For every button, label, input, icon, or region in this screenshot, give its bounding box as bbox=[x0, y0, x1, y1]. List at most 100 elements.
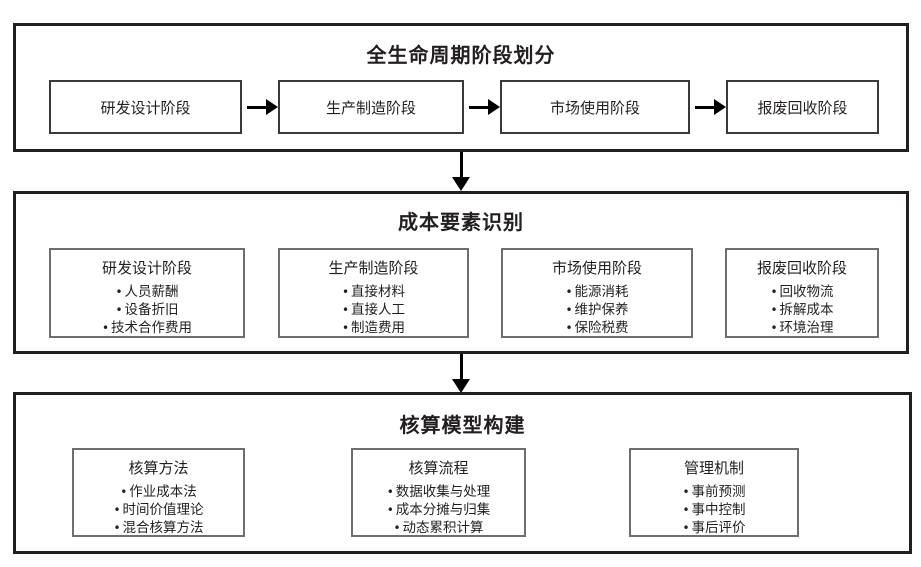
list-item: •事中控制 bbox=[631, 501, 797, 519]
card-accounting-methods[interactable]: 核算方法 •作业成本法 •时间价值理论 •混合核算方法 bbox=[72, 448, 245, 537]
list-item: •数据收集与处理 bbox=[353, 483, 524, 501]
bullet-icon: • bbox=[115, 303, 123, 317]
list-item: •设备折旧 bbox=[51, 301, 243, 319]
bullet-icon: • bbox=[115, 285, 123, 299]
card-title: 核算流程 bbox=[408, 459, 469, 477]
list-item-label: 成本分摊与归集 bbox=[395, 502, 491, 518]
list-item-label: 数据收集与处理 bbox=[395, 484, 491, 500]
arrow-shaft bbox=[247, 105, 266, 109]
list-item-label: 能源消耗 bbox=[574, 284, 629, 300]
list-item-label: 技术合作费用 bbox=[111, 320, 193, 336]
list-item: •保险税费 bbox=[503, 319, 691, 337]
bullet-icon: • bbox=[101, 321, 110, 335]
bullet-icon: • bbox=[341, 303, 350, 317]
bullet-icon: • bbox=[386, 485, 394, 499]
bullet-icon: • bbox=[113, 503, 121, 517]
list-item: •人员薪酬 bbox=[51, 283, 243, 301]
list-item-label: 设备折旧 bbox=[124, 302, 179, 318]
list-item-label: 作业成本法 bbox=[129, 484, 197, 500]
arrow-stage-1-to-2 bbox=[247, 99, 278, 115]
card-item-list: •人员薪酬 •设备折旧 •技术合作费用 bbox=[51, 283, 243, 337]
list-item: •技术合作费用 bbox=[51, 319, 243, 337]
list-item: •时间价值理论 bbox=[74, 501, 243, 519]
card-rd-design-costs[interactable]: 研发设计阶段 •人员薪酬 •设备折旧 •技术合作费用 bbox=[49, 248, 245, 338]
arrow-head bbox=[266, 99, 278, 115]
card-manufacturing-costs[interactable]: 生产制造阶段 •直接材料 •直接人工 •制造费用 bbox=[278, 248, 469, 338]
bullet-icon: • bbox=[565, 285, 573, 299]
card-title: 生产制造阶段 bbox=[328, 259, 419, 277]
card-item-list: •事前预测 •事中控制 •事后评价 bbox=[631, 483, 797, 537]
arrow-section-2-to-3 bbox=[452, 354, 470, 393]
card-item-list: •回收物流 •拆解成本 •环境治理 bbox=[727, 283, 877, 337]
arrow-stage-3-to-4 bbox=[695, 99, 726, 115]
card-title: 研发设计阶段 bbox=[101, 259, 192, 277]
list-item: •回收物流 bbox=[727, 283, 877, 301]
arrow-stage-2-to-3 bbox=[469, 99, 500, 115]
stage-box-label: 生产制造阶段 bbox=[325, 98, 416, 117]
arrow-head bbox=[452, 177, 470, 191]
list-item-label: 直接材料 bbox=[351, 284, 406, 300]
bullet-icon: • bbox=[386, 503, 394, 517]
list-item-label: 事前预测 bbox=[691, 484, 746, 500]
stage-box-label: 研发设计阶段 bbox=[100, 98, 191, 117]
stage-box-scrap-recycle[interactable]: 报废回收阶段 bbox=[726, 80, 879, 134]
section-1-title: 全生命周期阶段划分 bbox=[366, 43, 556, 67]
list-item: •混合核算方法 bbox=[74, 519, 243, 537]
card-title: 核算方法 bbox=[128, 459, 189, 477]
bullet-icon: • bbox=[770, 321, 778, 335]
list-item-label: 拆解成本 bbox=[779, 302, 834, 318]
bullet-icon: • bbox=[682, 521, 690, 535]
card-scrap-recycle-costs[interactable]: 报废回收阶段 •回收物流 •拆解成本 •环境治理 bbox=[725, 248, 879, 338]
bullet-icon: • bbox=[120, 485, 128, 499]
arrow-head bbox=[488, 99, 500, 115]
list-item: •作业成本法 bbox=[74, 483, 243, 501]
arrow-head bbox=[452, 379, 470, 393]
card-item-list: •数据收集与处理 •成本分摊与归集 •动态累积计算 bbox=[353, 483, 524, 537]
list-item: •拆解成本 bbox=[727, 301, 877, 319]
arrow-head bbox=[714, 99, 726, 115]
list-item: •直接材料 bbox=[280, 283, 467, 301]
list-item-label: 回收物流 bbox=[779, 284, 834, 300]
list-item-label: 人员薪酬 bbox=[124, 284, 179, 300]
section-3-title: 核算模型构建 bbox=[399, 413, 526, 437]
arrow-shaft bbox=[459, 152, 463, 177]
bullet-icon: • bbox=[393, 521, 401, 535]
bullet-icon: • bbox=[565, 321, 573, 335]
list-item: •事前预测 bbox=[631, 483, 797, 501]
list-item: •制造费用 bbox=[280, 319, 467, 337]
bullet-icon: • bbox=[341, 321, 350, 335]
card-title: 市场使用阶段 bbox=[551, 259, 642, 277]
list-item: •维护保养 bbox=[503, 301, 691, 319]
stage-box-market-use[interactable]: 市场使用阶段 bbox=[500, 80, 690, 134]
stage-box-label: 报废回收阶段 bbox=[757, 98, 848, 117]
list-item: •环境治理 bbox=[727, 319, 877, 337]
list-item-label: 制造费用 bbox=[351, 320, 406, 336]
section-2-title: 成本要素识别 bbox=[398, 210, 524, 234]
bullet-icon: • bbox=[113, 521, 121, 535]
arrow-section-1-to-2 bbox=[452, 152, 470, 191]
list-item-label: 保险税费 bbox=[574, 320, 629, 336]
bullet-icon: • bbox=[682, 503, 690, 517]
bullet-icon: • bbox=[770, 303, 778, 317]
bullet-icon: • bbox=[770, 285, 778, 299]
list-item: •直接人工 bbox=[280, 301, 467, 319]
card-management-mechanism[interactable]: 管理机制 •事前预测 •事中控制 •事后评价 bbox=[629, 448, 799, 537]
section-lifecycle-stages: 全生命周期阶段划分 研发设计阶段 生产制造阶段 市场使用阶段 报废回收阶段 bbox=[13, 23, 909, 152]
list-item: •动态累积计算 bbox=[353, 519, 524, 537]
stage-box-manufacturing[interactable]: 生产制造阶段 bbox=[278, 80, 464, 134]
list-item: •事后评价 bbox=[631, 519, 797, 537]
arrow-shaft bbox=[695, 105, 714, 109]
list-item-label: 环境治理 bbox=[779, 320, 834, 336]
list-item-label: 事后评价 bbox=[691, 520, 746, 536]
list-item-label: 事中控制 bbox=[691, 502, 746, 518]
stage-box-rd-design[interactable]: 研发设计阶段 bbox=[49, 80, 242, 134]
card-market-use-costs[interactable]: 市场使用阶段 •能源消耗 •维护保养 •保险税费 bbox=[501, 248, 693, 338]
card-title: 报废回收阶段 bbox=[756, 259, 847, 277]
list-item-label: 直接人工 bbox=[351, 302, 406, 318]
stage-box-label: 市场使用阶段 bbox=[549, 98, 640, 117]
card-title: 管理机制 bbox=[683, 459, 744, 477]
card-accounting-process[interactable]: 核算流程 •数据收集与处理 •成本分摊与归集 •动态累积计算 bbox=[351, 448, 526, 537]
list-item: •成本分摊与归集 bbox=[353, 501, 524, 519]
list-item: •能源消耗 bbox=[503, 283, 691, 301]
bullet-icon: • bbox=[341, 285, 350, 299]
